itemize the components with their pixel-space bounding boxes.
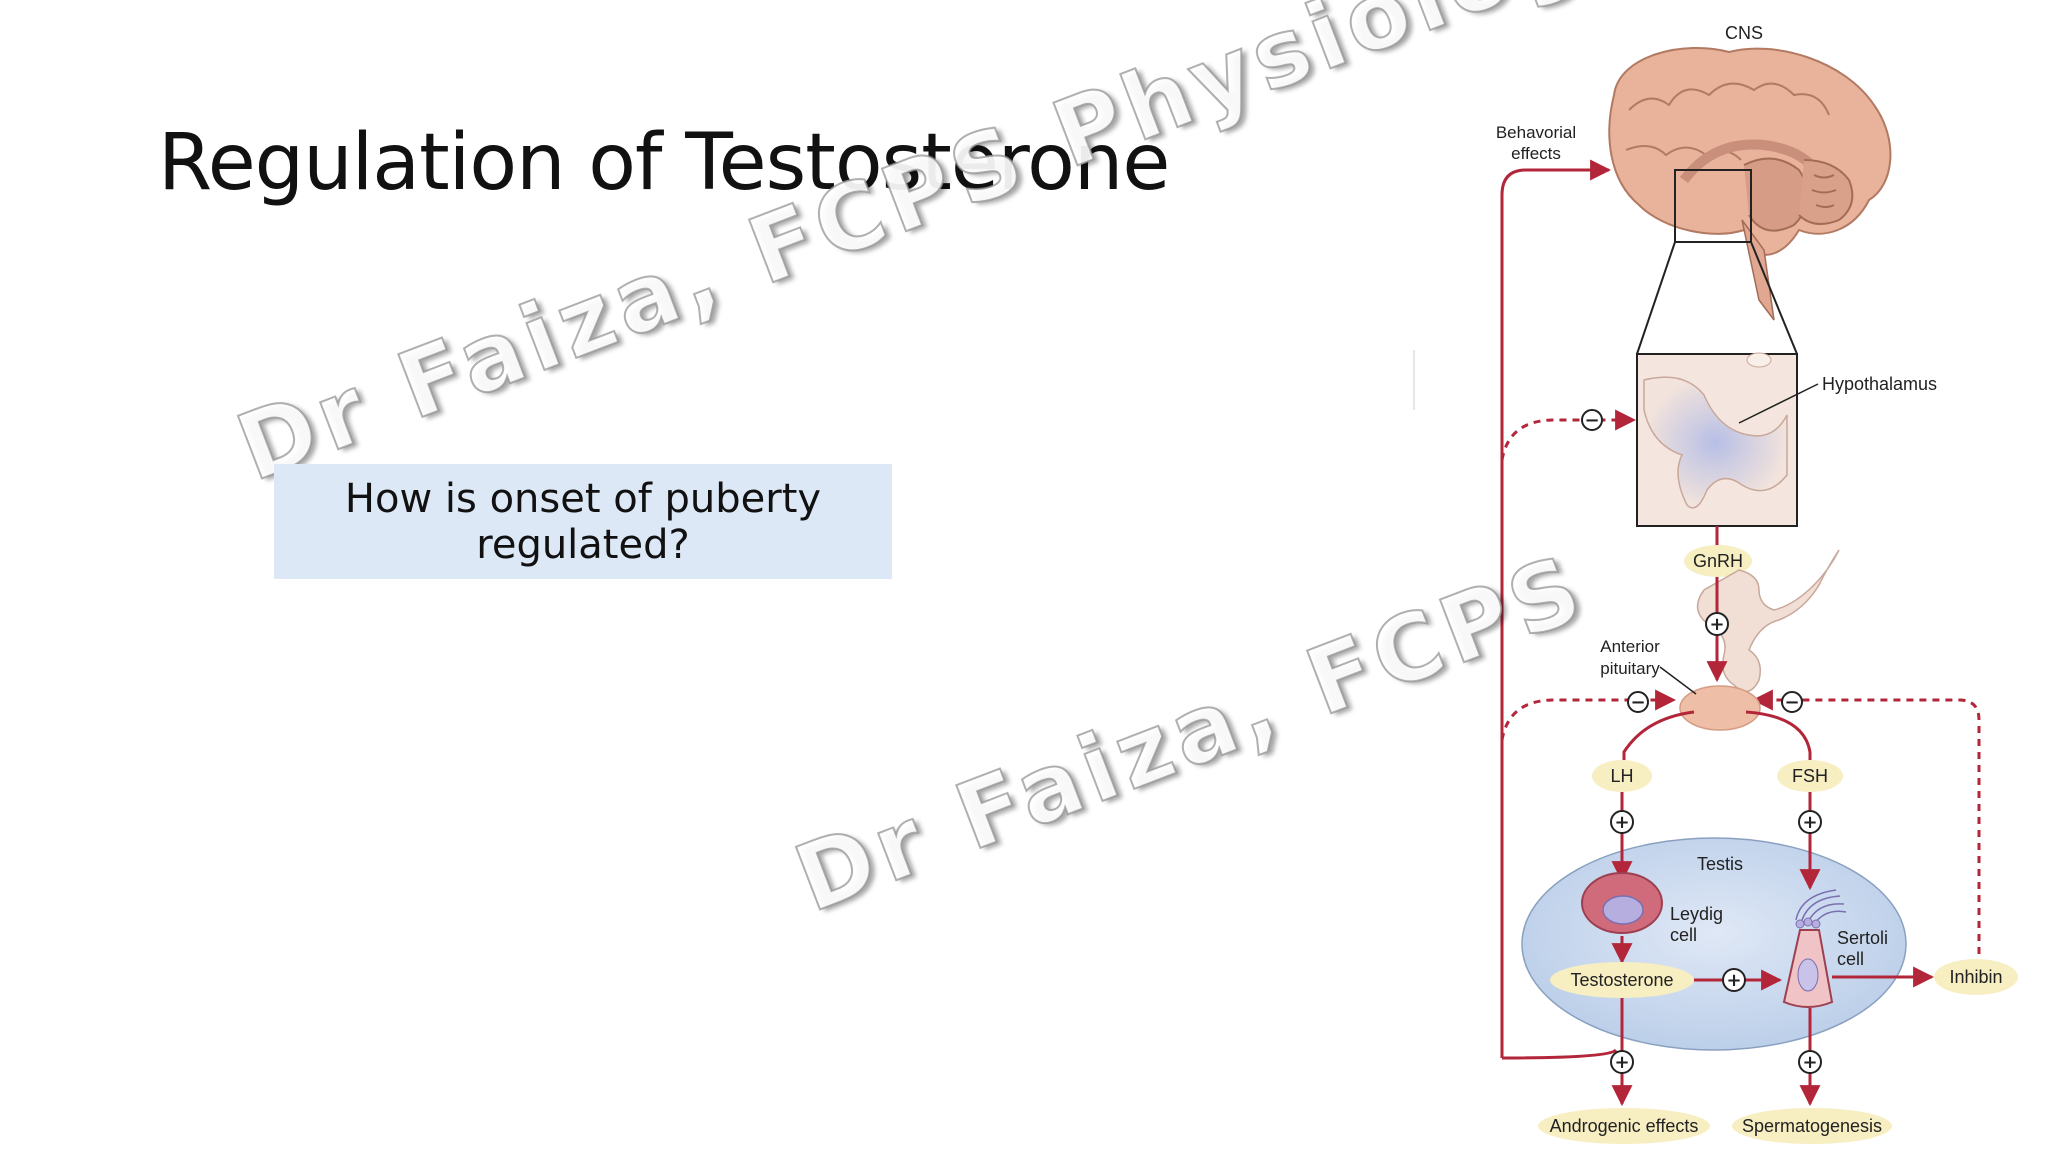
cns-label: CNS xyxy=(1725,23,1763,43)
sertoli-cell-illustration xyxy=(1782,889,1847,1008)
svg-text:−: − xyxy=(1630,692,1645,713)
svg-text:Testosterone: Testosterone xyxy=(1570,970,1673,990)
leydig-label-line2: cell xyxy=(1670,925,1697,945)
svg-text:Inhibin: Inhibin xyxy=(1949,967,2002,987)
svg-text:+: + xyxy=(1614,1052,1629,1073)
gnrh-label: GnRH xyxy=(1684,545,1752,577)
testosterone-regulation-diagram: − − − GnRH xyxy=(1414,0,2048,1152)
svg-text:FSH: FSH xyxy=(1792,766,1828,786)
behavioral-label-line1: Behavorial xyxy=(1496,123,1576,142)
svg-text:GnRH: GnRH xyxy=(1693,551,1743,571)
plus-sign-icon: + xyxy=(1610,1050,1634,1074)
divider-line xyxy=(1413,350,1415,410)
lh-label: LH xyxy=(1592,760,1652,792)
leydig-label-line1: Leydig xyxy=(1670,904,1723,924)
hypothalamus-label: Hypothalamus xyxy=(1822,374,1937,394)
question-box: How is onset of puberty regulated? xyxy=(274,464,892,579)
slide-title: Regulation of Testosterone xyxy=(158,118,1170,208)
hypothalamus-inset xyxy=(1636,352,1819,527)
spermatogenesis-label: Spermatogenesis xyxy=(1732,1108,1892,1144)
minus-sign-icon: − xyxy=(1781,691,1803,713)
inhibin-label: Inhibin xyxy=(1934,959,2018,995)
plus-sign-icon: + xyxy=(1798,1050,1822,1074)
svg-text:−: − xyxy=(1784,692,1799,713)
svg-text:LH: LH xyxy=(1610,766,1633,786)
androgenic-effects-label: Androgenic effects xyxy=(1538,1108,1710,1144)
minus-sign-icon: − xyxy=(1581,409,1603,431)
minus-sign-icon: − xyxy=(1627,691,1649,713)
anterior-pituitary-label-line2: pituitary xyxy=(1600,659,1660,678)
plus-sign-icon: + xyxy=(1722,968,1746,992)
svg-text:+: + xyxy=(1709,614,1724,635)
plus-sign-icon: + xyxy=(1610,810,1634,834)
plus-sign-icon: + xyxy=(1798,810,1822,834)
diagram-svg: − − − GnRH xyxy=(1496,23,2018,1144)
brain-illustration xyxy=(1608,46,1892,321)
fsh-label: FSH xyxy=(1777,760,1843,792)
plus-sign-icon: + xyxy=(1705,612,1729,636)
svg-text:+: + xyxy=(1802,812,1817,833)
svg-text:−: − xyxy=(1584,410,1599,431)
pituitary-illustration xyxy=(1679,549,1840,731)
svg-text:+: + xyxy=(1614,812,1629,833)
behavioral-label-line2: effects xyxy=(1511,144,1561,163)
svg-text:+: + xyxy=(1802,1052,1817,1073)
svg-text:Androgenic effects: Androgenic effects xyxy=(1550,1116,1699,1136)
anterior-pituitary-label-line1: Anterior xyxy=(1600,637,1660,656)
sertoli-label-line1: Sertoli xyxy=(1837,928,1888,948)
question-text: How is onset of puberty regulated? xyxy=(344,475,822,568)
svg-text:+: + xyxy=(1726,970,1741,991)
svg-text:Spermatogenesis: Spermatogenesis xyxy=(1742,1116,1882,1136)
testis-label: Testis xyxy=(1697,854,1743,874)
testosterone-label: Testosterone xyxy=(1550,962,1694,998)
sertoli-label-line2: cell xyxy=(1837,949,1864,969)
leydig-cell-illustration xyxy=(1581,872,1663,934)
